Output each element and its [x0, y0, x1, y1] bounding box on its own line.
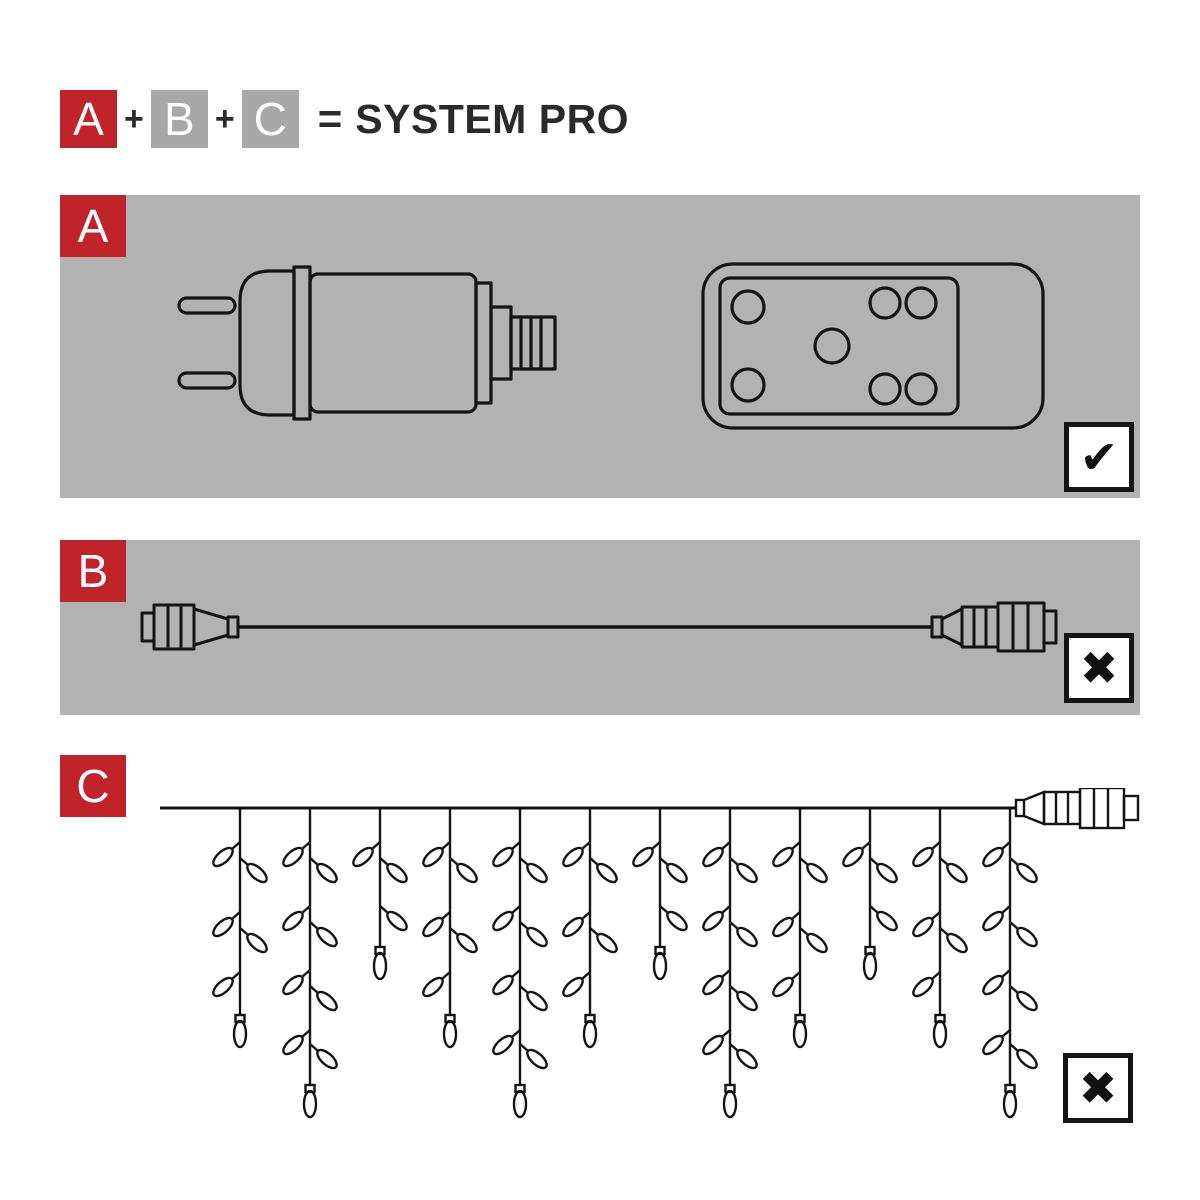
- icicle-light-string-icon: [160, 788, 1140, 1148]
- chip-c: C: [241, 90, 299, 148]
- cross-icon: ✖: [1079, 641, 1119, 695]
- chip-a: A: [60, 90, 117, 148]
- cross-icon: ✖: [1078, 1061, 1118, 1115]
- remote-control-icon: [701, 262, 1045, 430]
- section-a-panel: A: [60, 195, 1140, 498]
- chip-b: B: [150, 90, 208, 148]
- not-included-crossbox: ✖: [1064, 633, 1134, 703]
- extension-cable-icon: [140, 601, 1058, 653]
- section-c-badge: C: [60, 755, 126, 817]
- power-plug-adapter-icon: [177, 265, 557, 421]
- plus-icon: +: [214, 99, 235, 138]
- section-a-badge: A: [60, 195, 126, 257]
- check-icon: ✔: [1079, 430, 1119, 484]
- not-included-crossbox: ✖: [1063, 1053, 1133, 1123]
- equals-icon: =: [317, 95, 343, 142]
- included-checkbox: ✔: [1064, 422, 1134, 492]
- section-b-panel: B ✖: [60, 540, 1140, 715]
- formula-header: A + B + C = SYSTEM PRO: [60, 90, 629, 148]
- plus-icon: +: [124, 99, 144, 138]
- page-title: SYSTEM PRO: [355, 95, 630, 142]
- section-b-badge: B: [60, 540, 126, 602]
